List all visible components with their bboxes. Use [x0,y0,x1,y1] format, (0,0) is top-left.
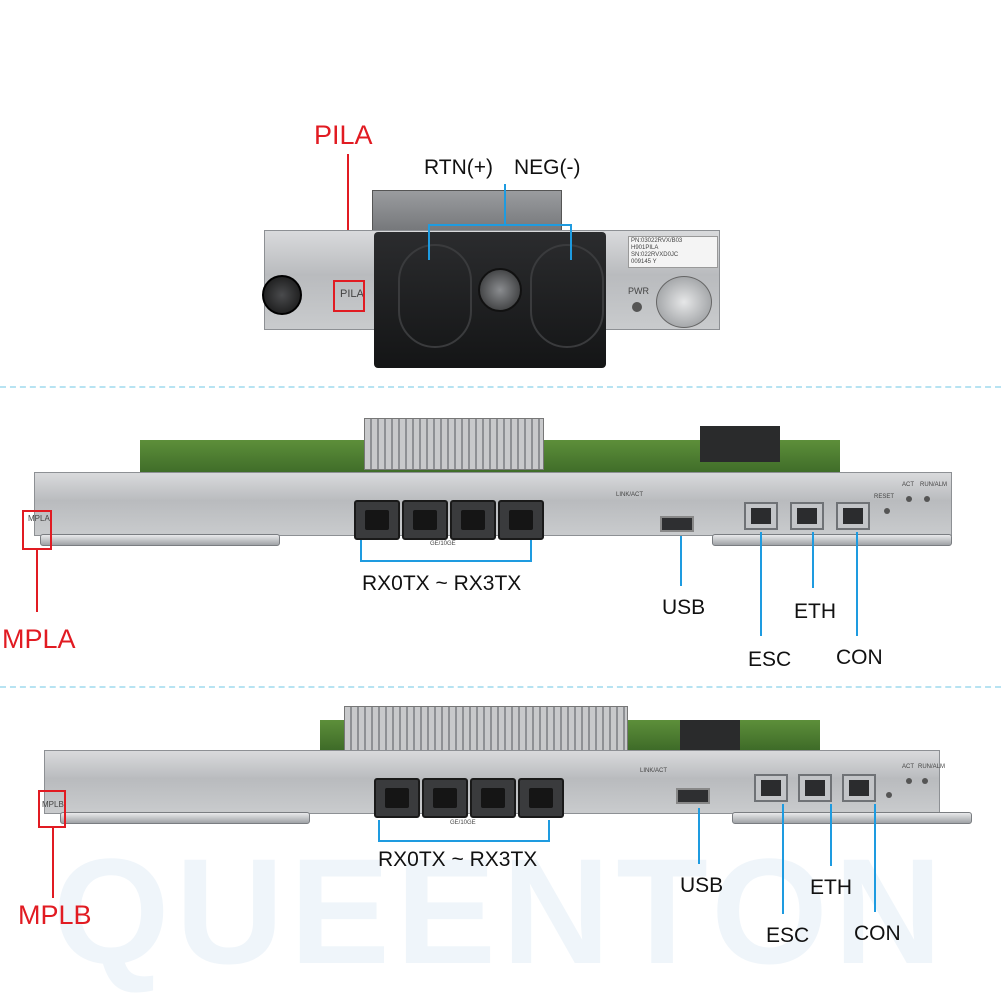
mpla-con-port [836,502,870,530]
mpla-leader-line [36,550,38,612]
mplb-esc-port [754,774,788,802]
mplb-sfp-label: RX0TX ~ RX3TX [378,848,538,871]
mplb-sfp-bracket-right [548,820,550,842]
mplb-right-handle [732,812,972,824]
mpla-reset-button [884,508,890,514]
mpla-port-group-label: GE/10GE [430,541,456,547]
mpla-title: MPLA [2,624,76,654]
pila-sticker-line-1: PN:03022RVX/B03 [631,238,683,244]
sfp-port-0 [498,500,544,540]
knob-icon [656,276,712,328]
sfp-port-2 [402,500,448,540]
pila-sticker-line-2: H901PILA [631,245,659,251]
mplb-esc-label: ESC [766,924,810,947]
mplb-connector [680,720,740,750]
mplb-act-led [906,778,912,784]
pwr-label: PWR [628,286,649,296]
mpla-plate-label: MPLA [28,514,50,523]
section-separator-1 [0,386,1001,388]
mpla-sfp-label: RX0TX ~ RX3TX [362,572,522,595]
mplb-sfp-port-0 [518,778,564,818]
neg-leader-drop [570,224,572,260]
pila-plate-label: PILA [340,288,364,300]
rtn-terminal [398,244,472,348]
pila-title: PILA [314,120,373,150]
mplb-con-port [842,774,876,802]
mplb-sfp-port-3 [374,778,420,818]
mpla-run-led [924,496,930,502]
pila-leader-line [347,154,349,280]
mplb-title: MPLB [18,900,92,930]
mplb-run-label: RUN/ALM [918,764,946,770]
mplb-act-label: ACT [902,764,914,770]
mplb-sfp-bracket-bar [378,840,550,842]
mpla-heatsink [364,418,544,470]
mplb-usb-leader [698,808,700,864]
mpla-right-handle [712,534,952,546]
mplb-eth-label: ETH [810,876,852,899]
mpla-esc-leader [760,532,762,636]
mplb-usb-label: USB [680,874,724,897]
mplb-port-group-label: GE/10GE [450,820,476,826]
mplb-esc-leader [782,804,784,914]
mplb-sfp-port-2 [422,778,468,818]
mplb-run-led [922,778,928,784]
rtn-leader-drop [428,224,430,260]
mpla-con-leader [856,532,858,636]
mpla-left-handle [40,534,280,546]
neg-terminal [530,244,604,348]
pila-sticker-line-4: 009145 Y [631,259,657,265]
watermark-text: QUEENTON [52,827,949,995]
mplb-con-leader [874,804,876,912]
mplb-sfp-port-1 [470,778,516,818]
mplb-leader-line [52,828,54,898]
mpla-eth-port [790,502,824,530]
mplb-sfp-bracket-left [378,820,380,842]
pila-serial-sticker: PN:03022RVX/B03 H901PILA SN:022RVXD0JC 0… [628,236,718,268]
mpla-esc-label: ESC [748,648,792,671]
rtn-label: RTN(+) [424,156,494,179]
mplb-reset-button [886,792,892,798]
mplb-con-label: CON [854,922,901,945]
mpla-highlight-box [22,510,52,550]
mplb-usb-port [676,788,710,804]
mpla-eth-leader [812,532,814,588]
mpla-usb-label: USB [662,596,706,619]
neg-label: NEG(-) [514,156,581,179]
mpla-connector [700,426,780,462]
mpla-act-label: ACT [902,482,914,488]
sfp-port-3 [354,500,400,540]
section-separator-2 [0,686,1001,688]
mplb-link-label: LINK/ACT [640,768,668,774]
mpla-sfp-bracket-left [360,540,362,562]
mplb-highlight-box [38,790,66,828]
mpla-act-led [906,496,912,502]
mplb-plate-label: MPLB [42,800,64,809]
mpla-usb-leader [680,536,682,586]
mpla-link-label: LINK/ACT [616,492,644,498]
mpla-eth-label: ETH [794,600,836,623]
mpla-run-label: RUN/ALM [920,482,948,488]
mpla-reset-label: RESET [874,494,895,500]
mplb-left-handle [60,812,310,824]
mplb-eth-port [798,774,832,802]
pila-highlight-box [333,280,365,312]
mpla-sfp-bracket-right [530,540,532,562]
terminal-leader-bar [428,224,572,226]
sfp-port-1 [450,500,496,540]
mpla-sfp-bracket-bar [360,560,532,562]
mpla-usb-port [660,516,694,532]
thumb-screw-icon [262,275,302,315]
pila-sticker-line-3: SN:022RVXD0JC [631,252,679,258]
mpla-esc-port [744,502,778,530]
terminal-leader-trunk [504,184,506,224]
mpla-con-label: CON [836,646,883,669]
mplb-eth-leader [830,804,832,866]
center-screw-icon [478,268,522,312]
pwr-led [632,302,642,312]
